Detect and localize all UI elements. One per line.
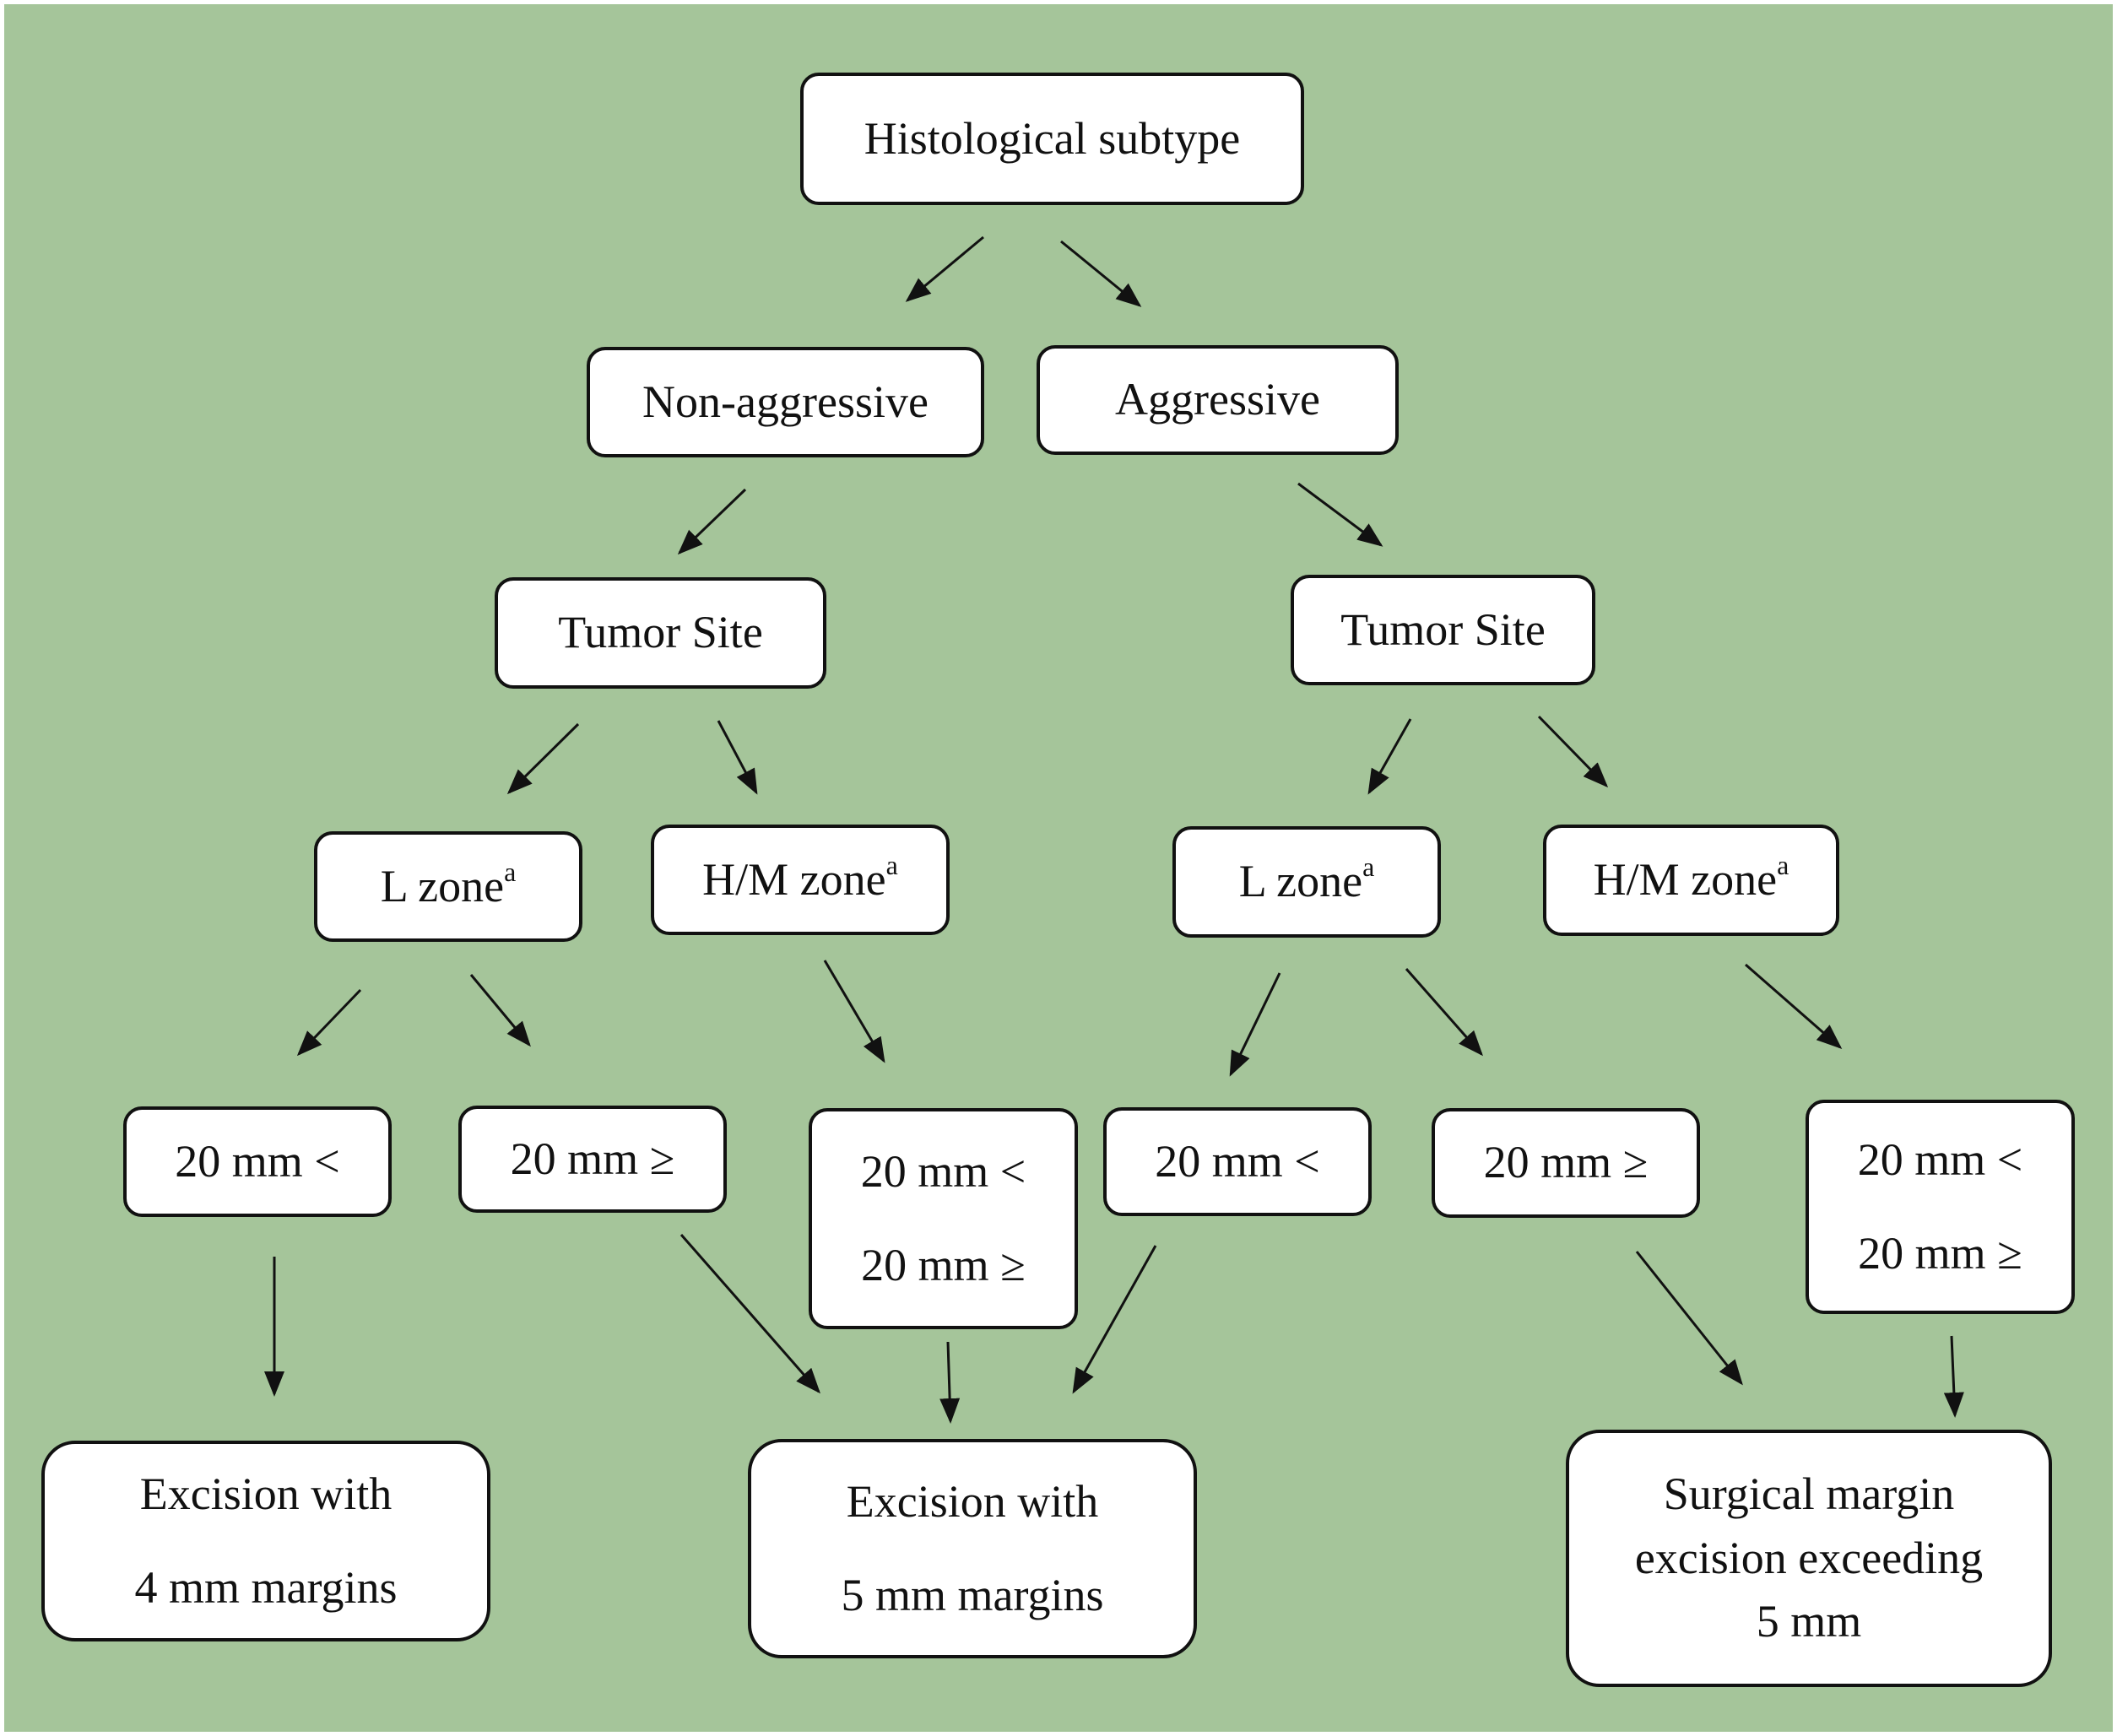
outcome-5mm-line-2: 5 mm margins	[841, 1570, 1104, 1620]
non-aggressive-box: Non-aggressive	[587, 347, 984, 457]
arrow-na-l-zone-to-gt	[296, 988, 362, 1057]
root-histological-subtype-box: Histological subtype	[800, 73, 1304, 205]
na-hm-zone-label: H/M zonea	[702, 849, 898, 905]
arrow-ag-l-zone-to-gt	[1229, 972, 1281, 1077]
arrow-ag-hm-zone-to-both	[1745, 963, 1843, 1049]
na-hm-le-label: 20 mm ≥	[861, 1240, 1026, 1290]
ag-l-le-20mm-box: 20 mm ≥	[1432, 1108, 1700, 1218]
outcome-exceed-line-2: excision exceeding	[1634, 1532, 1984, 1583]
arrow-na-le-to-5mm	[679, 1234, 820, 1394]
outcome-exceed-line-3: 5 mm	[1756, 1596, 1862, 1647]
na-l-zone-label: L zonea	[380, 856, 517, 911]
na-l-gt-20mm-box: 20 mm <	[123, 1106, 392, 1217]
aggressive-label: Aggressive	[1115, 374, 1320, 425]
arrow-non-aggressive-to-tumor-site	[677, 488, 747, 555]
ag-l-zone-box: L zonea	[1172, 826, 1441, 938]
na-l-le-label: 20 mm ≥	[510, 1133, 675, 1184]
na-l-le-20mm-box: 20 mm ≥	[458, 1106, 727, 1213]
ag-hm-le-label: 20 mm ≥	[1858, 1228, 2022, 1279]
na-hm-both-box: 20 mm < 20 mm ≥	[809, 1108, 1078, 1329]
arrow-na-l-zone-to-le	[469, 974, 531, 1047]
arrow-na-hm-zone-to-both	[823, 960, 885, 1063]
arrow-ag-gt-to-5mm	[1072, 1245, 1157, 1394]
arrow-root-to-non-aggressive	[905, 235, 984, 302]
arrow-aggressive-to-tumor-site	[1297, 482, 1383, 547]
tumor-site-left-box: Tumor Site	[495, 577, 826, 689]
arrow-na-hm-to-5mm	[939, 1341, 961, 1424]
ag-l-le-label: 20 mm ≥	[1483, 1137, 1649, 1188]
ag-hm-both-box: 20 mm < 20 mm ≥	[1806, 1100, 2075, 1314]
arrow-ag-le-to-exceed	[1635, 1251, 1743, 1386]
ag-l-gt-label: 20 mm <	[1155, 1135, 1320, 1187]
outcome-5mm-line-1: Excision with	[846, 1475, 1099, 1527]
outcome-4mm-box: Excision with 4 mm margins	[41, 1441, 490, 1641]
outcome-exceed-5mm-box: Surgical margin excision exceeding 5 mm	[1566, 1430, 2052, 1687]
arrow-tumor-site-left-to-l-zone	[506, 722, 580, 795]
ag-hm-gt-label: 20 mm <	[1857, 1133, 2023, 1185]
arrow-root-to-aggressive	[1060, 240, 1142, 307]
tumor-site-right-label: Tumor Site	[1340, 603, 1546, 655]
non-aggressive-label: Non-aggressive	[642, 376, 929, 427]
ag-hm-zone-label: H/M zonea	[1593, 850, 1789, 906]
outcome-4mm-line-1: Excision with	[139, 1468, 393, 1519]
tumor-site-left-label: Tumor Site	[558, 607, 763, 658]
aggressive-box: Aggressive	[1037, 345, 1399, 455]
arrow-tumor-site-right-to-l-zone	[1367, 718, 1412, 795]
arrow-tumor-site-left-to-hm-zone	[717, 720, 758, 795]
root-label: Histological subtype	[864, 112, 1241, 164]
na-l-zone-box: L zonea	[314, 831, 582, 942]
arrow-ag-hm-to-exceed	[1943, 1335, 1964, 1418]
arrow-tumor-site-right-to-hm-zone	[1537, 715, 1609, 788]
na-hm-gt-label: 20 mm <	[860, 1145, 1026, 1197]
outcome-4mm-line-2: 4 mm margins	[134, 1562, 398, 1613]
ag-hm-zone-box: H/M zonea	[1543, 825, 1839, 936]
outcome-5mm-box: Excision with 5 mm margins	[748, 1439, 1197, 1658]
ag-l-zone-label: L zonea	[1238, 852, 1375, 907]
ag-l-gt-20mm-box: 20 mm <	[1103, 1107, 1372, 1216]
arrow-ag-l-zone-to-le	[1405, 968, 1483, 1057]
na-hm-zone-box: H/M zonea	[651, 825, 950, 935]
tumor-site-right-box: Tumor Site	[1291, 575, 1595, 685]
na-l-gt-label: 20 mm <	[175, 1135, 340, 1187]
outcome-exceed-line-1: Surgical margin	[1663, 1468, 1955, 1520]
